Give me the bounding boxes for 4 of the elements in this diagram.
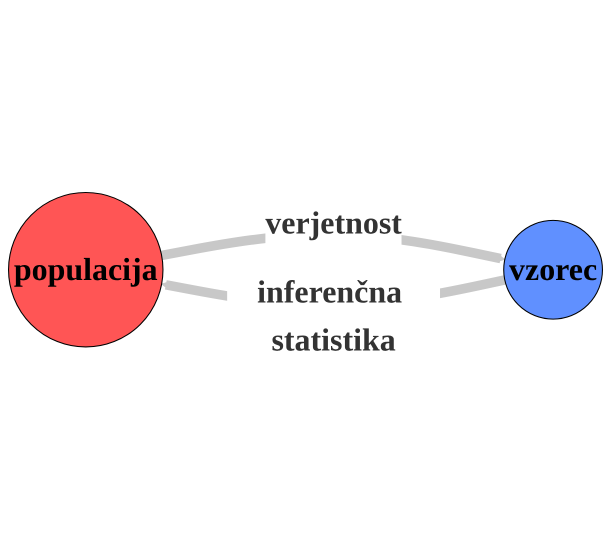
- node-circle: vzorec: [503, 220, 603, 320]
- node-circle: populacija: [8, 192, 164, 348]
- edge-label: inferenčna statistika: [257, 274, 402, 358]
- edge-label: verjetnost: [265, 206, 402, 241]
